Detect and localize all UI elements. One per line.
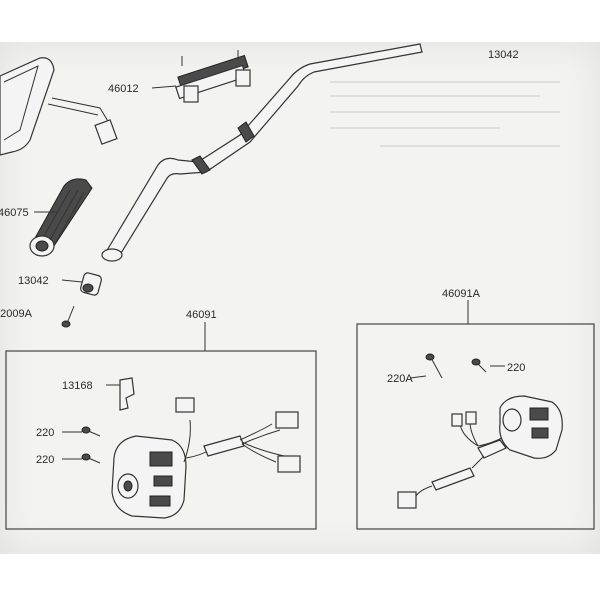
label-holder: 46012 <box>108 83 139 95</box>
switch-housing-right <box>499 395 563 459</box>
label-top-right: 13042 <box>488 49 519 61</box>
wiring-right <box>397 411 507 509</box>
label-screw-d: 220 <box>507 362 525 374</box>
label-screw-left: 92009A <box>0 308 33 320</box>
label-screw-c: 220A <box>387 373 413 385</box>
label-switch-left-group: 46091 <box>186 309 217 321</box>
mirror <box>0 57 118 156</box>
grip <box>29 178 93 257</box>
switch-right-group <box>356 300 595 530</box>
label-screw-a: 220 <box>36 427 54 439</box>
leader-holder <box>151 85 177 89</box>
handlebar <box>101 43 423 262</box>
label-screw-b: 220 <box>36 454 54 466</box>
switch-housing-left <box>111 435 187 519</box>
handlebar-holder <box>175 50 251 103</box>
screw-220-a <box>62 426 101 437</box>
label-grip: 46075 <box>0 207 29 219</box>
screw-220-d <box>471 358 505 373</box>
plate-13168 <box>106 377 135 411</box>
show-through-text <box>330 81 560 147</box>
leader-end-cap <box>61 279 83 283</box>
label-plate: 13168 <box>62 380 93 392</box>
screw-92009a <box>61 305 75 328</box>
switch-left-group <box>5 322 317 530</box>
label-end-cap: 13042 <box>18 275 49 287</box>
wiring-left <box>175 397 301 473</box>
screw-220-b <box>62 453 101 464</box>
label-switch-right-group: 46091A <box>442 288 481 300</box>
end-cap <box>80 272 102 296</box>
screw-220a <box>409 353 443 379</box>
